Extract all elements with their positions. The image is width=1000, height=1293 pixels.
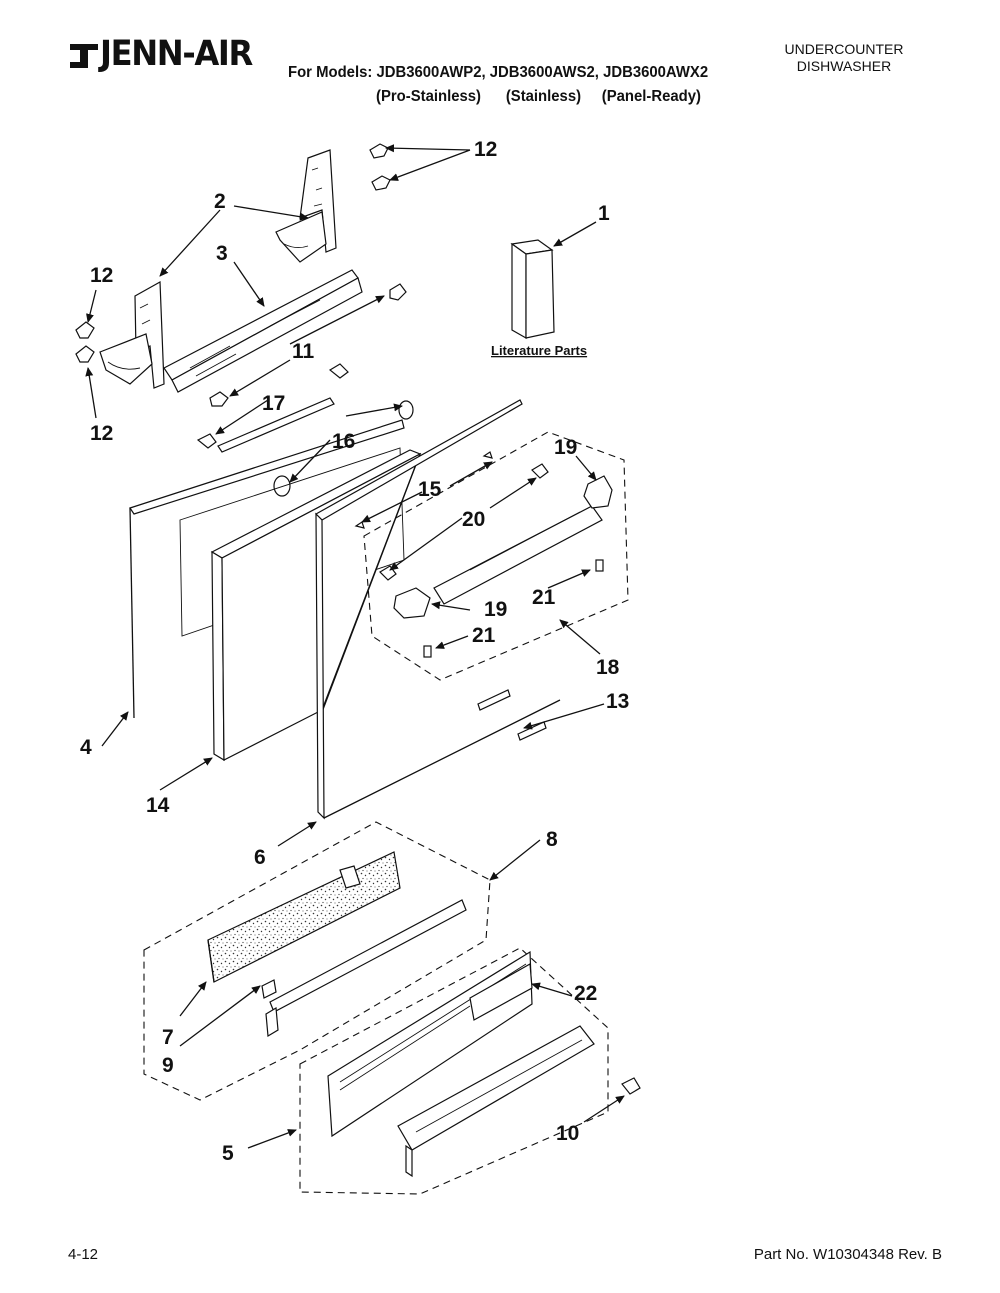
callout-12-left-upper: 12 (90, 264, 113, 287)
callout-4: 4 (80, 736, 92, 759)
brand-logo: JENN-AIR (100, 34, 253, 74)
callout-10: 10 (556, 1122, 579, 1145)
callout-12-top: 12 (474, 138, 497, 161)
strip-part-17 (196, 363, 349, 453)
page-number: 4-12 (68, 1246, 99, 1263)
callout-15: 15 (418, 478, 442, 501)
model-finish-list: (Pro-Stainless) (Stainless) (Panel-Ready… (376, 88, 701, 105)
strip-part-9 (261, 899, 467, 1038)
callout-19-lower: 19 (484, 598, 507, 621)
toe-kick-part-10 (397, 1025, 595, 1178)
insulation-assembly-outline (143, 821, 491, 1101)
screws-part-12 (75, 143, 407, 407)
callout-2: 2 (214, 190, 226, 213)
callout-21-left: 21 (472, 624, 496, 647)
part-number: Part No. W10304348 Rev. B (753, 1246, 942, 1263)
callout-11: 11 (292, 340, 315, 363)
document-type-line-1: UNDERCOUNTER (784, 41, 904, 57)
handle-assembly-outline (363, 431, 629, 681)
callout-12-left-lower: 12 (90, 422, 113, 445)
literature-parts-label: Literature Parts (491, 343, 587, 358)
panel-part-22 (327, 950, 533, 1138)
document-type: UNDERCOUNTER DISHWASHER (774, 41, 914, 75)
insulation-part-7 (207, 851, 401, 983)
callout-14: 14 (146, 794, 170, 817)
handle-end-caps-part-19 (393, 475, 613, 619)
callout-7: 7 (162, 1026, 174, 1049)
callout-18: 18 (596, 656, 620, 679)
brand-logo-mark (70, 44, 98, 68)
callout-16: 16 (332, 430, 355, 453)
callout-8: 8 (546, 828, 558, 851)
screws-part-21 (423, 559, 604, 658)
callout-21-right: 21 (532, 586, 556, 609)
callout-9: 9 (162, 1054, 174, 1077)
clips-part-13 (477, 689, 547, 741)
callout-13: 13 (606, 690, 629, 713)
callout-17: 17 (262, 392, 285, 415)
bracket-right-part-2 (275, 149, 337, 263)
callout-6: 6 (254, 846, 266, 869)
rail-part-3 (163, 269, 363, 393)
callout-20: 20 (462, 508, 485, 531)
literature-parts-part-1 (510, 239, 555, 340)
callout-3: 3 (216, 242, 228, 265)
callout-1: 1 (598, 202, 610, 225)
model-list: For Models: JDB3600AWP2, JDB3600AWS2, JD… (288, 64, 709, 81)
door-panel-part-14 (210, 449, 422, 762)
outer-door-panel-part-6 (315, 399, 561, 820)
callout-19-upper: 19 (554, 436, 577, 459)
screw-part-10 (621, 1077, 641, 1095)
handle-part-20 (433, 505, 603, 605)
bracket-left-part-2 (99, 280, 165, 389)
callout-5: 5 (222, 1142, 234, 1165)
document-type-line-2: DISHWASHER (796, 58, 892, 74)
callout-22: 22 (574, 982, 597, 1005)
leader-lines (85, 144, 625, 1149)
